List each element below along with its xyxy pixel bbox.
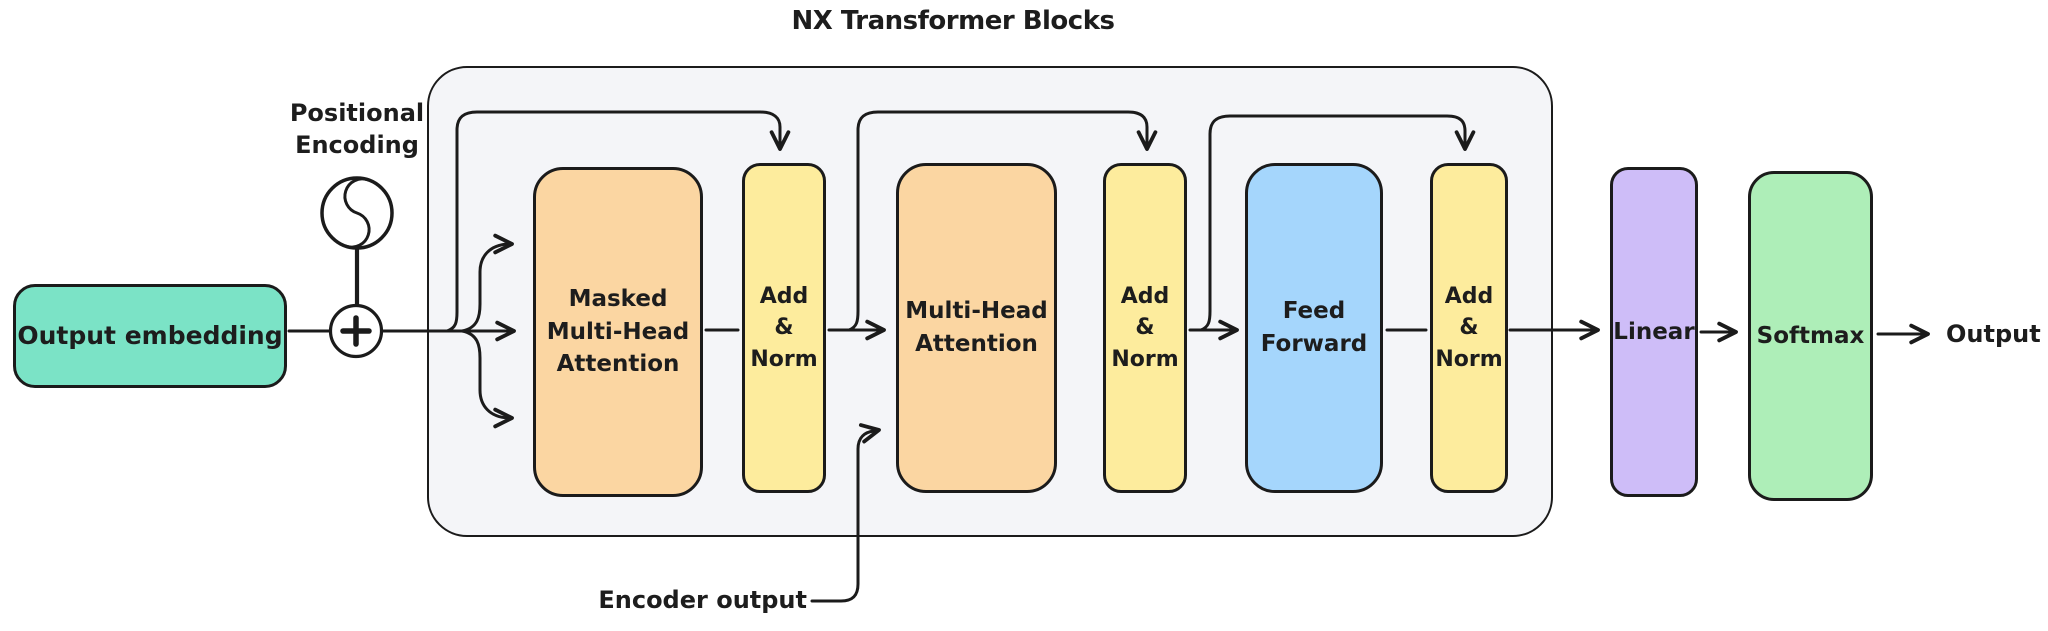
encoder-output-label: Encoder output — [598, 586, 807, 614]
positional-encoding-label: Positional Encoding — [289, 99, 425, 159]
add-norm-block-1: Add & Norm — [742, 163, 826, 493]
multi-head-attention-block: Multi-Head Attention — [896, 163, 1057, 493]
feed-forward-block: Feed Forward — [1245, 163, 1383, 493]
add-norm-block-3: Add & Norm — [1430, 163, 1508, 493]
linear-block: Linear — [1610, 167, 1698, 497]
masked-multi-head-attention-block: Masked Multi-Head Attention — [533, 167, 703, 497]
diagram-title: NX Transformer Blocks — [791, 6, 1115, 36]
final-output-label: Output — [1946, 320, 2041, 348]
output-embedding-block: Output embedding — [13, 284, 287, 388]
add-norm-block-2: Add & Norm — [1103, 163, 1187, 493]
positional-encoding-icon — [320, 176, 394, 250]
plus-icon — [328, 303, 384, 359]
softmax-block: Softmax — [1748, 171, 1873, 501]
